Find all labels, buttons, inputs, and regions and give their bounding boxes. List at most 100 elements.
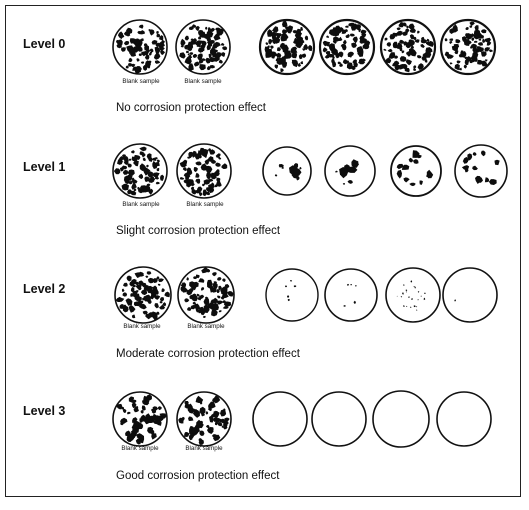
- level-1-blank-dish-2-corrosion: [211, 159, 217, 164]
- level-2-blank-dish-1-corrosion: [121, 288, 125, 292]
- level-3-blank-dish-2-corrosion: [191, 426, 198, 434]
- level-2-blank-label-2: Blank sample: [187, 323, 225, 330]
- level-0-treated-dish-4-corrosion: [488, 49, 493, 53]
- level-0-treated-dish-4-corrosion: [470, 33, 475, 38]
- level-2-blank-dish-2-corrosion: [202, 315, 206, 318]
- level-0-treated-dish-3-corrosion: [409, 34, 415, 40]
- level-3-blank-dish-1-corrosion: [151, 433, 157, 440]
- level-2-treated-dish-3-corrosion: [413, 305, 416, 308]
- level-0-blank-dish-2-corrosion: [184, 44, 189, 50]
- level-1-blank-dish-2-corrosion: [181, 159, 188, 165]
- level-0-treated-dish-4-corrosion: [463, 38, 470, 46]
- level-0-blank-dish-2-corrosion: [206, 66, 211, 71]
- level-1-blank-dish-1-corrosion: [123, 160, 129, 165]
- level-3-blank-dish-2-corrosion: [210, 413, 218, 418]
- level-2-treated-dish-2-corrosion: [353, 300, 356, 304]
- level-1-blank-dish-2-corrosion: [191, 182, 195, 186]
- level-0-treated-dish-1-corrosion: [296, 30, 300, 34]
- level-2-blank-dish-1-corrosion: [140, 290, 147, 296]
- level-2-blank-dish-1-corrosion: [130, 293, 134, 297]
- level-3-blank-dish-2-corrosion: [199, 430, 204, 436]
- level-2-blank-dish-2-corrosion: [212, 297, 219, 304]
- level-0-treated-dish-4-corrosion: [473, 29, 481, 37]
- level-2-blank-dish-1-corrosion: [157, 283, 161, 286]
- level-3-blank-dish-1-corrosion: [133, 417, 137, 422]
- level-0-treated-dish-1-corrosion: [268, 39, 273, 45]
- level-0-blank-dish-2-corrosion: [199, 64, 206, 71]
- level-0-treated-dish-4-corrosion: [449, 62, 453, 65]
- level-1-blank-dish-1-corrosion: [146, 164, 149, 168]
- level-1-blank-dish-2-corrosion: [198, 192, 203, 197]
- level-0-treated-dish-3-corrosion: [387, 48, 393, 53]
- level-1-treated-dish-1-corrosion: [293, 163, 299, 169]
- level-2-blank-dish-1-corrosion: [161, 288, 165, 293]
- level-0-treated-dish-2-corrosion: [328, 29, 337, 37]
- level-2-treated-dish-1: [265, 268, 319, 322]
- level-2-treated-dish-3-corrosion: [416, 306, 418, 308]
- level-0-treated-dish-1-corrosion: [299, 42, 304, 47]
- level-3-blank-dish-2-corrosion: [192, 409, 198, 413]
- level-0-blank-dish-2-corrosion: [179, 52, 186, 59]
- level-2-treated-dish-1-corrosion: [285, 285, 287, 288]
- level-0-treated-dish-1-corrosion: [276, 33, 281, 39]
- level-0-blank-dish-1-corrosion: [126, 33, 131, 37]
- level-1-blank-dish-2-corrosion: [195, 161, 202, 166]
- level-1-treated-dish-1-corrosion: [299, 166, 302, 170]
- level-0-treated-dish-2-corrosion: [351, 65, 356, 69]
- level-1-blank-dish-1-corrosion: [143, 185, 151, 193]
- level-0-blank-dish-2-corrosion: [212, 41, 221, 48]
- level-0-treated-dish-1-corrosion: [303, 43, 309, 50]
- level-3-blank-dish-1-corrosion: [132, 427, 136, 431]
- level-0-blank-dish-2-corrosion: [186, 50, 189, 54]
- level-0-treated-dish-2-corrosion: [345, 28, 348, 32]
- level-2-blank-dish-2-corrosion: [201, 266, 208, 274]
- level-1-treated-dish-2-corrosion: [352, 170, 355, 172]
- level-2-blank-dish-2-corrosion: [211, 287, 217, 293]
- level-0-blank-dish-2-corrosion: [208, 27, 211, 31]
- level-1-blank-dish-2-corrosion: [186, 176, 190, 180]
- level-2-blank-dish-2-corrosion: [220, 286, 228, 294]
- level-0-blank-dish-1-corrosion: [156, 33, 161, 38]
- level-0-blank-dish-2-corrosion: [189, 52, 194, 55]
- level-1-blank-dish-1-corrosion: [139, 163, 146, 171]
- level-0-treated-dish-3-corrosion: [386, 42, 392, 47]
- level-1-blank-dish-2-corrosion: [218, 156, 222, 160]
- level-0-treated-dish-2-corrosion: [327, 53, 335, 58]
- level-0-blank-dish-2-corrosion: [184, 35, 189, 41]
- level-0-blank-dish-2-corrosion: [210, 47, 217, 56]
- level-0-blank-dish-1-corrosion: [128, 63, 133, 67]
- level-1-blank-dish-1-corrosion: [160, 174, 164, 181]
- level-0-treated-dish-3-corrosion: [420, 43, 425, 48]
- level-3-description: Good corrosion protection effect: [116, 470, 280, 482]
- level-0-treated-dish-3-corrosion: [392, 62, 398, 67]
- level-2-blank-dish-1-corrosion: [145, 313, 151, 320]
- level-1-treated-dish-3-corrosion: [412, 159, 419, 164]
- level-0-blank-dish-2-corrosion: [215, 49, 218, 53]
- level-2-blank-dish-1-corrosion: [159, 301, 163, 304]
- level-2-treated-dish-3-corrosion: [417, 291, 420, 293]
- level-0-treated-dish-3-corrosion: [389, 34, 396, 40]
- level-0-treated-dish-2-corrosion: [334, 27, 342, 34]
- level-2-treated-dish-2-corrosion: [350, 284, 352, 286]
- level-1-blank-dish-2-corrosion: [215, 162, 221, 167]
- level-0-treated-dish-1-corrosion: [297, 62, 301, 67]
- level-0-treated-dish-3-corrosion: [426, 38, 430, 42]
- level-2-blank-dish-1-corrosion: [144, 298, 149, 302]
- level-0-treated-dish-4-corrosion: [467, 40, 472, 45]
- level-0-treated-dish-4-corrosion: [453, 44, 460, 50]
- level-0-blank-dish-2-corrosion: [200, 31, 206, 36]
- level-1-blank-dish-2-corrosion: [202, 183, 206, 187]
- level-1-blank-dish-1-corrosion: [156, 167, 160, 172]
- level-3-blank-dish-2-corrosion: [199, 401, 203, 405]
- level-2-blank-dish-2-corrosion: [211, 309, 218, 317]
- level-0-treated-dish-1-corrosion: [265, 53, 273, 58]
- level-0-treated-dish-2-corrosion: [359, 35, 365, 43]
- level-1-blank-dish-1-corrosion: [155, 181, 160, 185]
- level-2-treated-dish-3: [385, 267, 441, 323]
- level-1-blank-dish-1-corrosion: [139, 151, 145, 156]
- level-0-blank-dish-2-corrosion: [193, 38, 197, 42]
- level-0-treated-dish-4-corrosion: [454, 50, 459, 55]
- level-2-treated-dish-3-corrosion: [402, 292, 404, 295]
- level-0-treated-dish-2-corrosion: [360, 29, 367, 34]
- level-0-treated-dish-3-corrosion: [414, 39, 420, 43]
